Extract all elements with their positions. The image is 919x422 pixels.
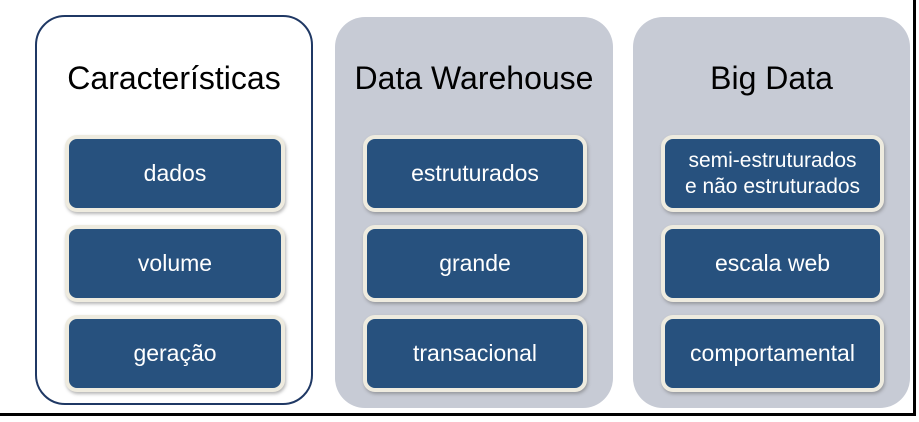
column-big-data-title: Big Data: [710, 60, 833, 96]
pill-transacional: transacional: [363, 315, 587, 392]
column-caracteristicas: Características dados volume geração: [35, 15, 313, 405]
crop-border-bottom: [0, 413, 916, 416]
column-data-warehouse: Data Warehouse estruturados grande trans…: [335, 17, 613, 408]
pill-dados: dados: [65, 135, 285, 212]
pill-grande: grande: [363, 225, 587, 302]
column-big-data: Big Data semi-estruturados e não estrutu…: [633, 17, 910, 408]
pill-volume: volume: [65, 225, 285, 302]
pill-geracao: geração: [65, 315, 285, 392]
pill-comportamental: comportamental: [661, 315, 884, 392]
pill-escala-web: escala web: [661, 225, 884, 302]
crop-border-right: [913, 0, 916, 416]
column-caracteristicas-title: Características: [67, 60, 281, 96]
column-data-warehouse-title: Data Warehouse: [354, 60, 594, 96]
pill-estruturados: estruturados: [363, 135, 587, 212]
pill-semi-estruturados: semi-estruturados e não estruturados: [661, 135, 884, 212]
